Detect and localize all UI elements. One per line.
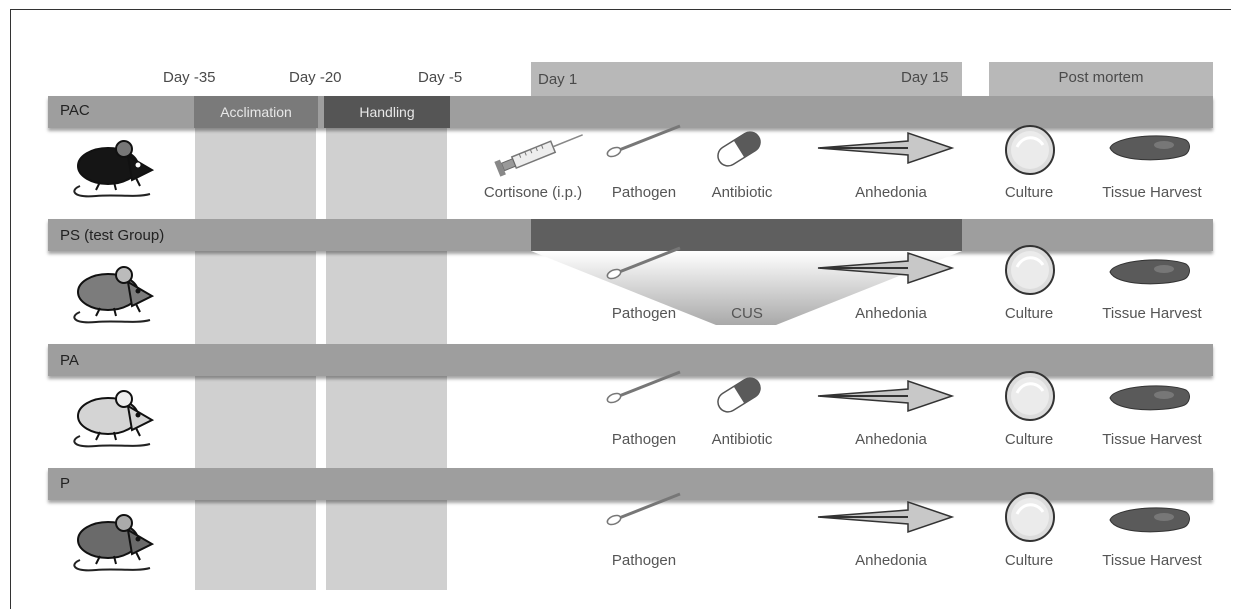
capsule-icon bbox=[717, 131, 761, 167]
caption-cus: CUS bbox=[731, 305, 763, 322]
day-1-label: Day 1 bbox=[538, 71, 578, 88]
syringe-icon bbox=[494, 134, 583, 177]
grey-mouse-icon bbox=[73, 514, 155, 572]
tissue-icon bbox=[1109, 507, 1190, 533]
petri-dish-icon bbox=[1005, 125, 1055, 175]
post-mortem-label: Post mortem bbox=[1058, 69, 1144, 86]
caption-antibiotic: Antibiotic bbox=[711, 184, 773, 201]
group-label-p: P bbox=[60, 475, 71, 492]
swab-icon bbox=[606, 492, 681, 526]
caption-anhedonia: Anhedonia bbox=[855, 184, 927, 201]
caption-antibiotic: Antibiotic bbox=[711, 431, 773, 448]
anhedonia-arrow-icon bbox=[817, 131, 955, 165]
caption-pathogen: Pathogen bbox=[611, 184, 677, 201]
swab-icon bbox=[606, 370, 681, 404]
caption-tissue-harvest: Tissue Harvest bbox=[1102, 552, 1202, 569]
caption-tissue-harvest: Tissue Harvest bbox=[1102, 431, 1202, 448]
grey-mouse-icon bbox=[73, 266, 155, 324]
caption-culture: Culture bbox=[1004, 184, 1054, 201]
swab-icon bbox=[606, 124, 681, 158]
swab-icon bbox=[606, 246, 681, 280]
anhedonia-arrow-icon bbox=[817, 500, 955, 534]
group-label-pa: PA bbox=[60, 352, 79, 369]
caption-cortisone: Cortisone (i.p.) bbox=[483, 184, 583, 201]
day-minus-35-label: Day -35 bbox=[163, 69, 216, 86]
caption-culture: Culture bbox=[1004, 431, 1054, 448]
tissue-icon bbox=[1109, 385, 1190, 411]
group-label-ps: PS (test Group) bbox=[60, 227, 165, 244]
caption-pathogen: Pathogen bbox=[611, 431, 677, 448]
acclimation-box: Acclimation bbox=[194, 96, 318, 128]
light-grey-mouse-icon bbox=[73, 390, 155, 448]
experiment-period-band bbox=[531, 62, 962, 96]
figure-frame bbox=[10, 9, 1231, 609]
black-mouse-icon bbox=[73, 140, 155, 198]
capsule-icon bbox=[717, 377, 761, 413]
anhedonia-arrow-icon bbox=[817, 379, 955, 413]
day-minus-20-label: Day -20 bbox=[289, 69, 342, 86]
caption-tissue-harvest: Tissue Harvest bbox=[1102, 305, 1202, 322]
handling-box: Handling bbox=[324, 96, 450, 128]
caption-tissue-harvest: Tissue Harvest bbox=[1102, 184, 1202, 201]
anhedonia-arrow-icon bbox=[817, 251, 955, 285]
group-bar-pa bbox=[48, 344, 1213, 376]
caption-culture: Culture bbox=[1004, 305, 1054, 322]
post-mortem-band bbox=[989, 62, 1213, 96]
caption-culture: Culture bbox=[1004, 552, 1054, 569]
caption-anhedonia: Anhedonia bbox=[855, 305, 927, 322]
tissue-icon bbox=[1109, 259, 1190, 285]
caption-pathogen: Pathogen bbox=[611, 305, 677, 322]
caption-pathogen: Pathogen bbox=[611, 552, 677, 569]
caption-anhedonia: Anhedonia bbox=[855, 431, 927, 448]
petri-dish-icon bbox=[1005, 492, 1055, 542]
group-label-pac: PAC bbox=[60, 102, 90, 119]
day-15-label: Day 15 bbox=[901, 69, 949, 86]
petri-dish-icon bbox=[1005, 245, 1055, 295]
cus-period-bar bbox=[531, 219, 962, 251]
tissue-icon bbox=[1109, 135, 1190, 161]
caption-anhedonia: Anhedonia bbox=[855, 552, 927, 569]
day-minus-5-label: Day -5 bbox=[418, 69, 463, 86]
petri-dish-icon bbox=[1005, 371, 1055, 421]
